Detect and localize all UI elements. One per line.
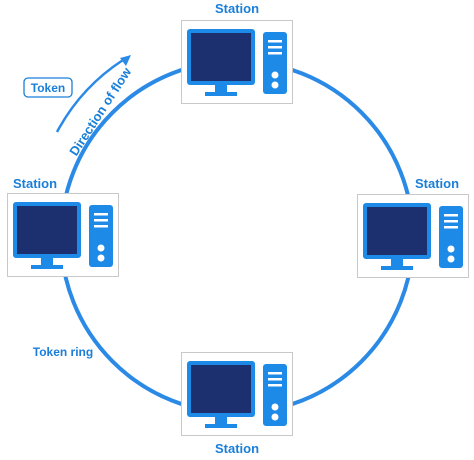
flow-arrow — [55, 55, 131, 133]
station-label: Station — [13, 176, 57, 191]
station-right: Station — [357, 176, 469, 278]
token-ring-label: Token ring — [33, 345, 93, 359]
station-label: Station — [415, 176, 459, 191]
token-label: Token — [31, 81, 65, 95]
station-label: Station — [215, 441, 259, 456]
station-left: Station — [7, 176, 119, 277]
token-badge: Token — [23, 77, 73, 98]
station-bottom: Station — [181, 352, 293, 456]
station-label: Station — [215, 1, 259, 16]
station-top: Station — [181, 1, 293, 104]
